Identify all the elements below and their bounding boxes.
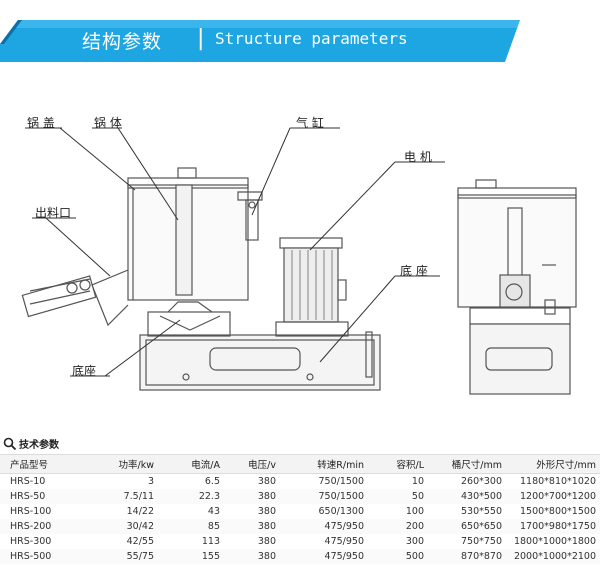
table-row: HRS-100 14/22 43 380 650/1300 100 530*550 1500*… [0, 504, 600, 519]
cell-overall-size: 1200*700*1200 [506, 489, 600, 504]
col-header-model: 产品型号 [0, 454, 94, 474]
tech-params-title: 技术参数 [19, 439, 59, 451]
cell-speed: 750/1500 [318, 476, 364, 487]
cell-voltage: 380 [257, 536, 276, 547]
label-pot-lid: 锅 盖 [27, 116, 55, 130]
cell-power: 42/55 [126, 536, 154, 547]
cell-speed: 475/950 [280, 549, 368, 564]
cell-power: 14/22 [126, 506, 154, 517]
cell-speed: 650/1300 [318, 506, 364, 517]
search-icon [3, 436, 17, 451]
label-pot-body: 锅 体 [94, 116, 122, 130]
cell-voltage: 380 [224, 549, 280, 564]
section-title-cn: 结构参数 [82, 31, 163, 53]
col-header-voltage: 电压/v [224, 454, 280, 474]
cell-barrel-size: 650*650 [428, 519, 506, 534]
cell-overall-size: 1800*1000*1800 [513, 536, 596, 547]
cell-speed: 750/1500 [280, 489, 368, 504]
cell-voltage: 380 [224, 489, 280, 504]
cell-current: 85 [158, 519, 224, 534]
cell-current: 43 [207, 506, 220, 517]
section-title-en: Structure parameters [215, 29, 408, 48]
cell-current: 6.5 [204, 476, 220, 487]
cell-overall-size: 1700*980*1750 [506, 519, 600, 534]
cell-volume: 500 [368, 549, 428, 564]
label-cylinder: 气 缸 [296, 116, 324, 130]
col-header-barrel-size: 桶尺寸/mm [428, 454, 506, 474]
mixer-line-drawing [21, 127, 577, 395]
tech-params-section: 技术参数 产品型号 功率/kw 电流/A 电压/v 转速R/min 容积/L 桶… [0, 432, 600, 564]
cell-voltage: 380 [257, 506, 276, 517]
cell-power: 30/42 [94, 519, 158, 534]
section-header-banner: 结构参数 | Structure parameters [0, 0, 600, 80]
table-row: HRS-10 3 6.5 380 750/1500 10 260*300 1180*810*1… [0, 474, 600, 490]
cell-barrel-size: 260*300 [460, 476, 502, 487]
label-outlet: 出料口 [35, 206, 72, 220]
cell-barrel-size: 430*500 [428, 489, 506, 504]
cell-model: HRS-10 [10, 476, 46, 487]
cell-model: HRS-500 [0, 549, 94, 564]
banner-shape [0, 20, 520, 62]
col-header-overall-size: 外形尺寸/mm [506, 454, 600, 474]
cell-model: HRS-100 [10, 506, 52, 517]
label-base-right: 底 座 [400, 264, 428, 278]
cell-barrel-size: 530*550 [460, 506, 502, 517]
cell-power: 55/75 [94, 549, 158, 564]
col-header-volume: 容积/L [368, 454, 428, 474]
col-header-current: 电流/A [158, 454, 224, 474]
table-header-row: 产品型号 功率/kw 电流/A 电压/v 转速R/min 容积/L 桶尺寸/mm… [0, 454, 600, 474]
cell-overall-size: 2000*1000*2100 [506, 549, 600, 564]
cell-power: 7.5/11 [94, 489, 158, 504]
cell-barrel-size: 750*750 [460, 536, 502, 547]
params-table: 产品型号 功率/kw 电流/A 电压/v 转速R/min 容积/L 桶尺寸/mm… [0, 454, 600, 564]
cell-volume: 10 [411, 476, 424, 487]
cell-volume: 200 [368, 519, 428, 534]
cell-current: 155 [158, 549, 224, 564]
cell-volume: 300 [405, 536, 424, 547]
tech-params-header: 技术参数 [0, 432, 600, 454]
cell-overall-size: 1500*800*1500 [520, 506, 596, 517]
mixer-structure-diagram: 锅 盖 锅 体 气 缸 电 机 出料口 底 座 底座 [0, 80, 600, 430]
col-header-power: 功率/kw [94, 454, 158, 474]
cell-volume: 100 [405, 506, 424, 517]
table-row: HRS-300 42/55 113 380 475/950 300 750*750 1800*… [0, 534, 600, 549]
cell-barrel-size: 870*870 [428, 549, 506, 564]
cell-current: 113 [201, 536, 220, 547]
label-base-left: 底座 [72, 364, 97, 378]
cell-model: HRS-300 [10, 536, 52, 547]
cell-voltage: 380 [257, 476, 276, 487]
cell-speed: 475/950 [324, 536, 364, 547]
cell-model: HRS-50 [0, 489, 94, 504]
col-header-speed: 转速R/min [280, 454, 368, 474]
label-motor: 电 机 [404, 150, 432, 164]
cell-overall-size: 1180*810*1020 [520, 476, 596, 487]
cell-power: 3 [147, 476, 154, 487]
cell-current: 22.3 [158, 489, 224, 504]
title-separator: | [197, 26, 205, 51]
cell-voltage: 380 [224, 519, 280, 534]
cell-model: HRS-200 [0, 519, 94, 534]
cell-speed: 475/950 [280, 519, 368, 534]
cell-volume: 50 [368, 489, 428, 504]
